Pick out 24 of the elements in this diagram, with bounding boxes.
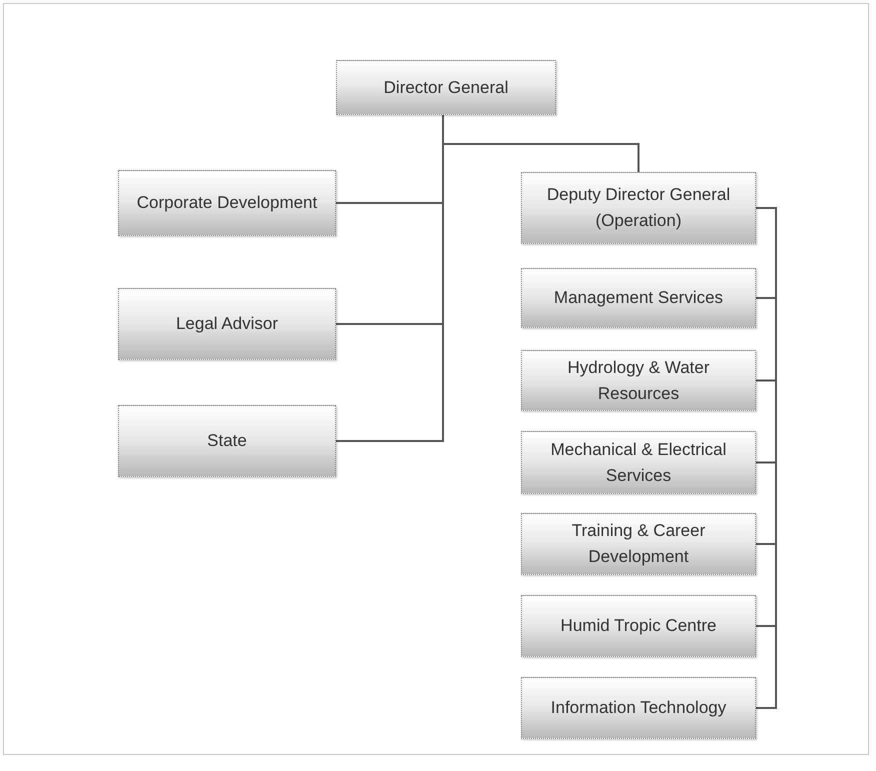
box-label: Humid Tropic Centre — [560, 615, 716, 637]
box-label: Training & Career Development — [570, 520, 706, 568]
connector-line — [442, 115, 640, 172]
box-label: State — [207, 430, 247, 452]
org-box — [521, 513, 756, 575]
org-box — [521, 431, 756, 494]
org-box — [521, 268, 756, 328]
org-box — [521, 172, 756, 244]
org-box — [118, 405, 336, 477]
org-box — [118, 170, 336, 236]
box-label: Deputy Director General (Operation) — [546, 184, 732, 232]
org-box — [521, 677, 756, 739]
org-box — [336, 60, 556, 115]
box-label: Legal Advisor — [176, 313, 278, 335]
org-box — [521, 350, 756, 411]
org-box — [118, 288, 336, 360]
box-label: Management Services — [554, 287, 724, 309]
connector-line — [756, 207, 777, 709]
box-label: Corporate Development — [136, 192, 318, 214]
box-label: Information Technology — [550, 697, 726, 719]
org-box — [521, 595, 756, 657]
box-label: Director General — [384, 76, 508, 98]
box-label: Hydrology & Water Resources — [566, 356, 711, 404]
box-label: Mechanical & Electrical Services — [550, 438, 728, 486]
